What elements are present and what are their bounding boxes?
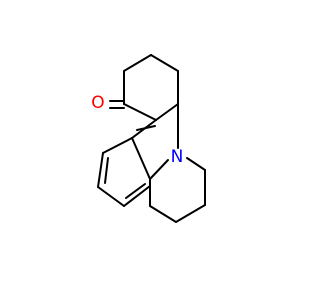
diagram-background <box>0 0 300 300</box>
bond-n-c8 <box>149 159 169 180</box>
bond-c8-c7 <box>131 137 151 180</box>
bond-n-c13 <box>186 157 206 171</box>
bond-c5-c6 <box>155 103 179 121</box>
atom-labels: O N <box>91 93 183 167</box>
bond-c11-c12-inner <box>125 183 146 199</box>
bond-c3-c4 <box>150 54 179 72</box>
bond-c7-c6-inner <box>136 125 156 131</box>
bond-c2-c3 <box>123 54 152 72</box>
bond-c11-c12 <box>123 185 151 207</box>
ring-nitrogen-label: N <box>171 147 184 167</box>
bond-c6-c1 <box>123 103 157 121</box>
carbonyl-oxygen-label: O <box>91 93 104 113</box>
chemical-structure-diagram: O N <box>0 0 300 300</box>
bond-lines <box>97 54 206 223</box>
bond-c7-c9 <box>102 137 133 154</box>
bond-c15-c12 <box>149 205 177 223</box>
bond-c14-c15 <box>175 204 206 223</box>
bond-c10-c11 <box>97 186 125 207</box>
bond-c9-c10-inner <box>104 157 109 184</box>
bond-c9-c10 <box>97 152 104 188</box>
